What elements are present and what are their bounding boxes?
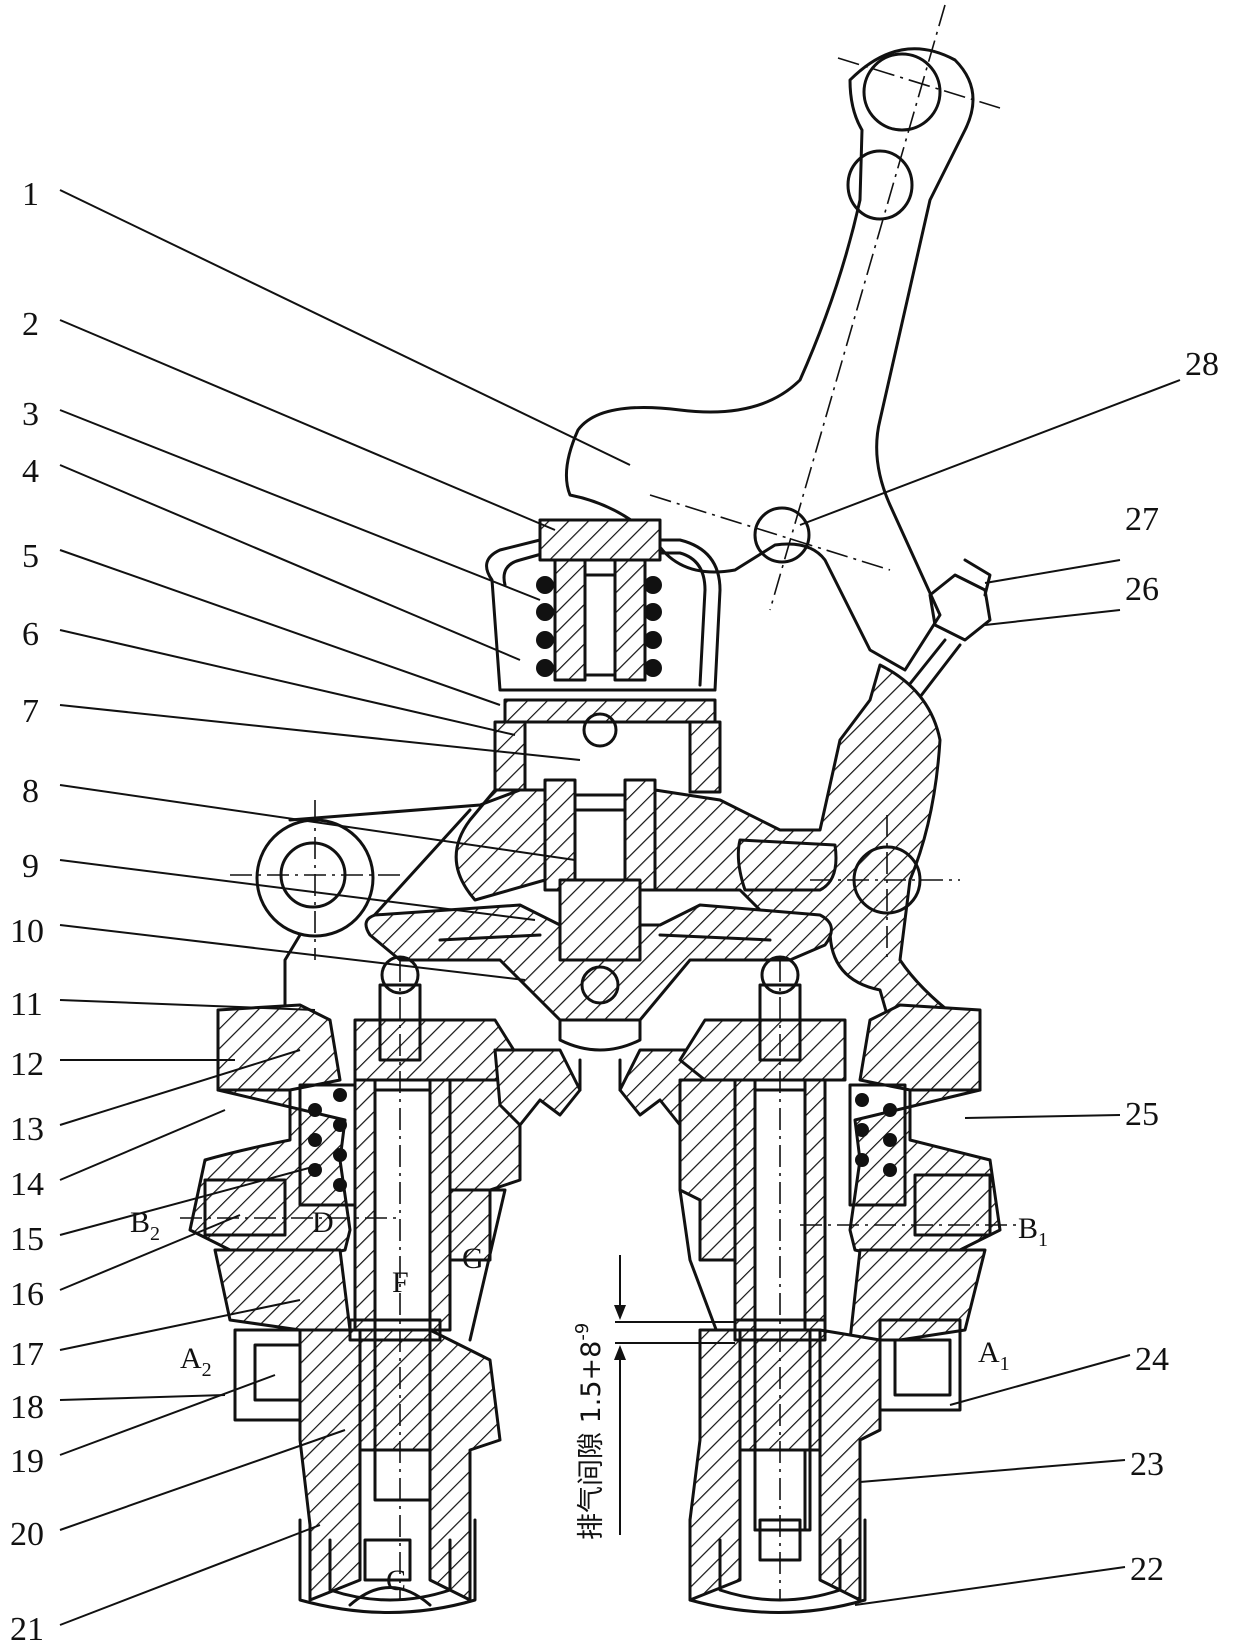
callout-7: 7	[22, 693, 39, 730]
callout-3: 3	[22, 396, 39, 433]
exhaust-gap-dimension	[614, 1255, 735, 1535]
exhaust-gap-superscript: -9	[572, 1323, 593, 1341]
port-b2-fitting	[203, 1178, 287, 1237]
exhaust-gap-note: 排气间隙 1.5+8-9	[572, 1323, 607, 1540]
callout-26: 26	[1125, 571, 1159, 608]
adjusting-screw-and-locknut	[903, 558, 992, 699]
callout-22: 22	[1130, 1551, 1164, 1588]
port-label-a1: A1	[978, 1336, 1010, 1375]
steel-ball	[582, 712, 618, 748]
lever-mid-hole	[846, 149, 914, 221]
callout-10: 10	[10, 913, 44, 950]
port-label-b1: B1	[1018, 1212, 1048, 1251]
upper-housing	[223, 518, 962, 1062]
chamber-label-g: G	[462, 1242, 484, 1275]
chamber-label-c: C	[386, 1564, 406, 1597]
port-label-a2: A2	[180, 1342, 212, 1381]
right-valve-unit	[678, 955, 1020, 1614]
port-label-b2: B2	[130, 1206, 160, 1245]
chamber-label-f: F	[392, 1266, 409, 1299]
callout-27: 27	[1125, 501, 1159, 538]
callout-numbers: 1 2 3 4 5 6 7 8 9 10 11 12 13 14 15 16 1…	[10, 176, 1219, 1645]
callout-9: 9	[22, 848, 39, 885]
svg-text:排气间隙 1.5+8-9: 排气间隙 1.5+8-9	[572, 1323, 607, 1540]
callout-11: 11	[10, 986, 43, 1023]
leader-lines	[59, 189, 1181, 1626]
callout-14: 14	[10, 1166, 44, 1203]
port-b1-fitting	[913, 1173, 992, 1237]
callout-18: 18	[10, 1389, 44, 1426]
exhaust-gap-text: 排气间隙 1.5+8	[576, 1341, 607, 1540]
callout-23: 23	[1130, 1446, 1164, 1483]
callout-6: 6	[22, 616, 39, 653]
control-lever	[564, 4, 1001, 672]
callout-8: 8	[22, 773, 39, 810]
center-bridge	[493, 1048, 707, 1127]
callout-4: 4	[22, 453, 39, 490]
port-labels: B2 B1 A2 A1 C D F G	[130, 1206, 1048, 1597]
callout-19: 19	[10, 1443, 44, 1480]
callout-2: 2	[22, 306, 39, 343]
callout-25: 25	[1125, 1096, 1159, 1133]
lever-top-hole	[862, 52, 942, 132]
callout-28: 28	[1185, 346, 1219, 383]
callout-21: 21	[10, 1611, 44, 1645]
lever-pivot-pin	[753, 506, 811, 564]
callout-13: 13	[10, 1111, 44, 1148]
callout-17: 17	[10, 1336, 44, 1373]
return-spring	[536, 576, 662, 677]
callout-1: 1	[22, 176, 39, 213]
callout-15: 15	[10, 1221, 44, 1258]
callout-24: 24	[1135, 1341, 1169, 1378]
chamber-label-d: D	[312, 1206, 334, 1239]
callout-12: 12	[10, 1046, 44, 1083]
callout-5: 5	[22, 538, 39, 575]
callout-16: 16	[10, 1276, 44, 1313]
left-valve-unit	[180, 955, 522, 1614]
callout-20: 20	[10, 1516, 44, 1553]
